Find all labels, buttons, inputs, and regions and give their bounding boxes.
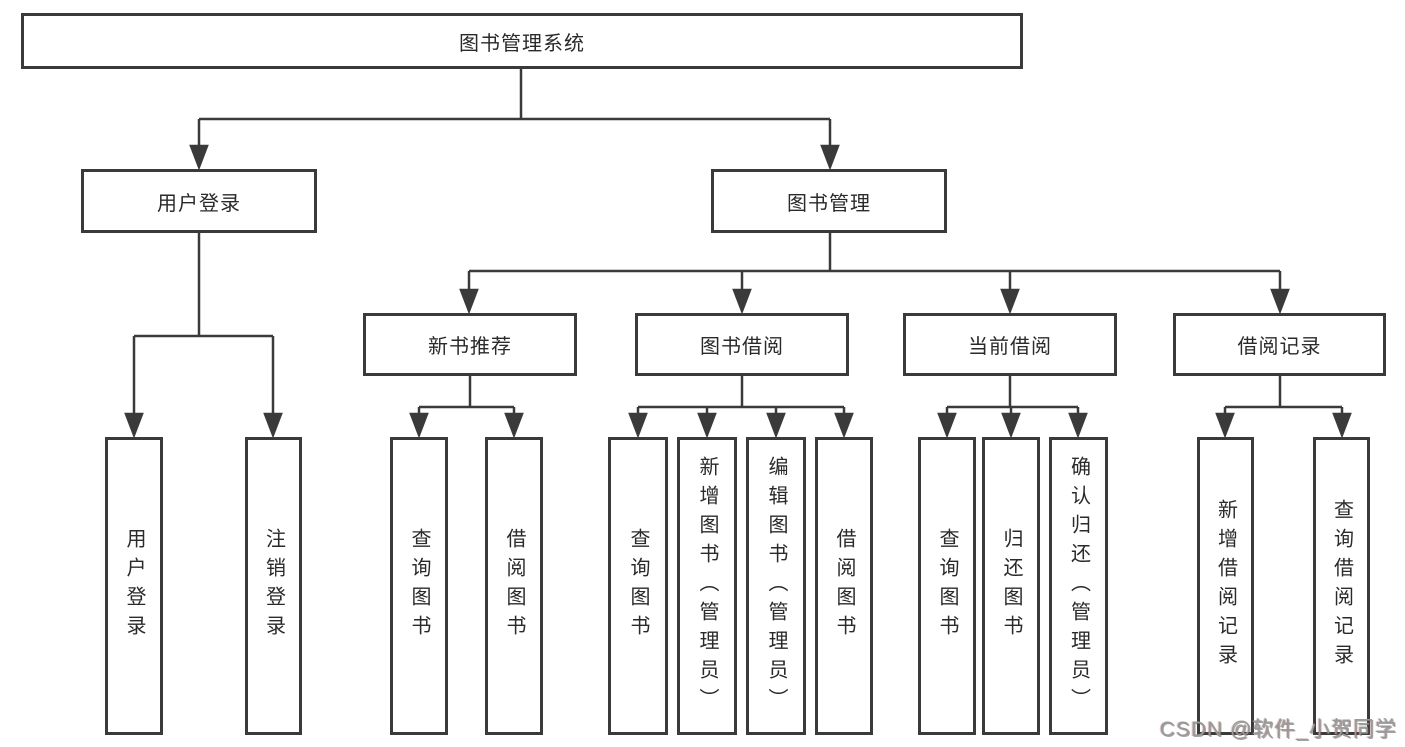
- node-label: 图书管理: [787, 192, 871, 215]
- arrowhead: [409, 412, 429, 439]
- arrowhead: [697, 412, 717, 439]
- connector-borrow-record-children: [1215, 376, 1352, 439]
- node-label: 借阅图书: [833, 528, 855, 644]
- node-book-borrow: 图书借阅: [635, 313, 849, 376]
- node-leaf-current-return: 归还图书: [982, 437, 1040, 735]
- node-leaf-borrow-book: 借阅图书: [815, 437, 873, 735]
- node-label: 新书推荐: [428, 336, 512, 358]
- node-leaf-current-confirm-admin: 确认归还（管理员）: [1049, 437, 1108, 735]
- arrowhead: [834, 412, 854, 439]
- node-book-mgmt-module: 图书管理: [711, 169, 947, 233]
- node-new-book-recommend: 新书推荐: [363, 313, 577, 376]
- node-label: 用户登录: [157, 192, 241, 215]
- csdn-watermark: CSDN @软件_小贺同学: [1159, 718, 1397, 741]
- node-label: 注销登录: [262, 528, 285, 644]
- node-label: 新增借阅记录: [1214, 499, 1237, 673]
- node-label: 借阅图书: [503, 528, 525, 644]
- connector-current-borrow-children: [937, 376, 1088, 439]
- node-label: 当前借阅: [968, 336, 1052, 358]
- arrowhead: [1215, 412, 1235, 439]
- arrowhead: [189, 144, 209, 171]
- connector-root-to-level2: [189, 69, 840, 171]
- node-label: 查询图书: [408, 528, 430, 644]
- connector-book-borrow-children: [628, 376, 854, 439]
- arrowhead: [263, 412, 283, 439]
- node-user-login-module: 用户登录: [81, 169, 317, 233]
- node-leaf-borrow-add-admin: 新增图书（管理员）: [677, 437, 737, 735]
- arrowhead: [1270, 288, 1290, 315]
- arrowhead: [628, 412, 648, 439]
- arrowhead: [504, 412, 524, 439]
- node-label: 查询图书: [936, 528, 958, 644]
- arrowhead: [1000, 288, 1020, 315]
- arrowhead: [766, 412, 786, 439]
- connector-user-login-children: [124, 233, 283, 439]
- connector-new-book-children: [409, 376, 524, 439]
- node-label: 借阅记录: [1237, 336, 1322, 358]
- node-leaf-newbook-borrow: 借阅图书: [485, 437, 543, 735]
- node-borrow-record: 借阅记录: [1173, 313, 1386, 376]
- node-label: 图书借阅: [700, 336, 784, 358]
- node-label: 查询图书: [627, 528, 649, 644]
- node-root-system: 图书管理系统: [21, 13, 1023, 69]
- node-label: 编辑图书（管理员）: [765, 455, 787, 717]
- node-leaf-borrow-query: 查询图书: [608, 437, 668, 735]
- node-leaf-user-login: 用户登录: [105, 437, 163, 735]
- arrowhead: [124, 412, 144, 439]
- node-label: 图书管理系统: [459, 32, 585, 55]
- arrowhead: [1332, 412, 1352, 439]
- node-leaf-current-query: 查询图书: [918, 437, 976, 735]
- node-label: 用户登录: [123, 528, 145, 644]
- node-leaf-newbook-query: 查询图书: [390, 437, 448, 735]
- node-label: 确认归还（管理员）: [1067, 455, 1090, 717]
- node-leaf-logout: 注销登录: [245, 437, 302, 735]
- node-label: 新增图书（管理员）: [696, 455, 718, 717]
- arrowhead: [732, 288, 752, 315]
- connector-book-mgmt-to-level3: [459, 233, 1290, 315]
- arrowhead: [1001, 412, 1021, 439]
- node-current-borrow: 当前借阅: [903, 313, 1117, 376]
- node-leaf-record-query: 查询借阅记录: [1313, 437, 1370, 735]
- arrowhead: [459, 288, 479, 315]
- node-leaf-record-add: 新增借阅记录: [1197, 437, 1254, 735]
- arrowhead: [1068, 412, 1088, 439]
- node-leaf-borrow-edit-admin: 编辑图书（管理员）: [746, 437, 806, 735]
- arrowhead: [820, 144, 840, 171]
- node-label: 查询借阅记录: [1330, 499, 1353, 673]
- arrowhead: [937, 412, 957, 439]
- node-label: 归还图书: [1000, 528, 1022, 644]
